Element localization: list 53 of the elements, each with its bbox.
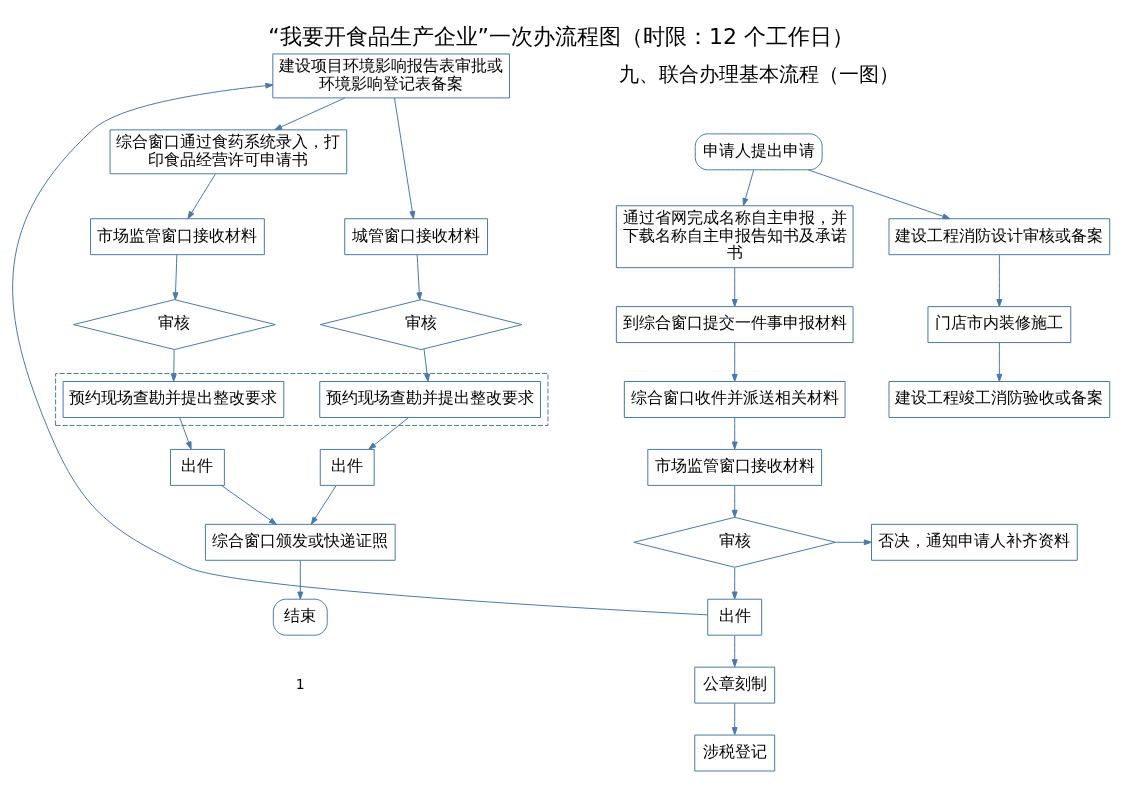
node-box: 到综合窗口提交一件事申报材料 [615,306,854,344]
node-box: 市场监管窗口接收材料 [90,218,265,256]
arrow [416,254,423,301]
arrow [187,173,216,220]
node-box: 建设项目环境影响报告表审批或环境影响登记表备案 [272,53,510,99]
node-box: 门店市内装修施工 [927,306,1072,344]
node-box: 申请人提出申请 [694,133,823,171]
arrow [172,254,179,301]
arrow [179,417,192,450]
node-box: 否决，通知申请人补齐资料 [871,523,1078,561]
node-diamond: 审核 [73,299,276,351]
node-box: 综合窗口颁发或快递证照 [204,523,396,561]
arrow [996,254,1003,308]
node-box: 预约现场查勘并提出整改要求 [319,381,541,418]
node-box: 涉税登记 [694,734,776,772]
arrow [423,348,431,382]
node-box: 预约现场查勘并提出整改要求 [62,381,285,418]
arrow [297,560,304,600]
arrow [310,485,337,525]
node-box: 结束 [272,598,328,636]
arrow [12,82,708,616]
arrow [394,97,416,219]
arrow [731,342,738,382]
diagram-title: “我要开食品生产企业”一次办流程图（时限：12 个工作日） [268,23,854,49]
arrow [731,417,738,450]
node-box: 综合窗口通过食药系统录入，打印食品经营许可申请书 [109,129,348,175]
node-box: 出件 [707,598,763,636]
arrow [731,567,738,600]
node-box: 城管窗口接收材料 [344,218,489,256]
arrow [731,635,738,668]
arrow [731,267,738,307]
node-diamond: 审核 [319,299,523,351]
arrow [368,417,409,450]
label: 九、联合办理基本流程（一图） [618,61,899,86]
node-box: 市场监管窗口接收材料 [647,448,823,486]
arrow [807,169,951,220]
node-box: 建设工程竣工消防验收或备案 [888,381,1111,418]
node-diamond: 审核 [633,516,837,568]
node-box: 综合窗口收件并派送相关材料 [623,381,846,418]
node-box: 出件 [319,448,375,486]
arrow [170,349,177,382]
arrow [274,97,346,131]
arrow [996,342,1003,382]
arrow [731,702,738,736]
arrow [731,485,738,518]
arrow [221,485,277,525]
node-box: 通过省网完成名称自主申报，并下载名称自主申报告知书及承诺书 [615,205,854,269]
node-box: 公章刻制 [694,666,776,704]
arrow [835,539,872,546]
node-box: 出件 [169,448,225,486]
node-box: 建设工程消防设计审核或备案 [888,218,1111,256]
label: 1 [295,675,305,692]
arrow [742,169,755,206]
